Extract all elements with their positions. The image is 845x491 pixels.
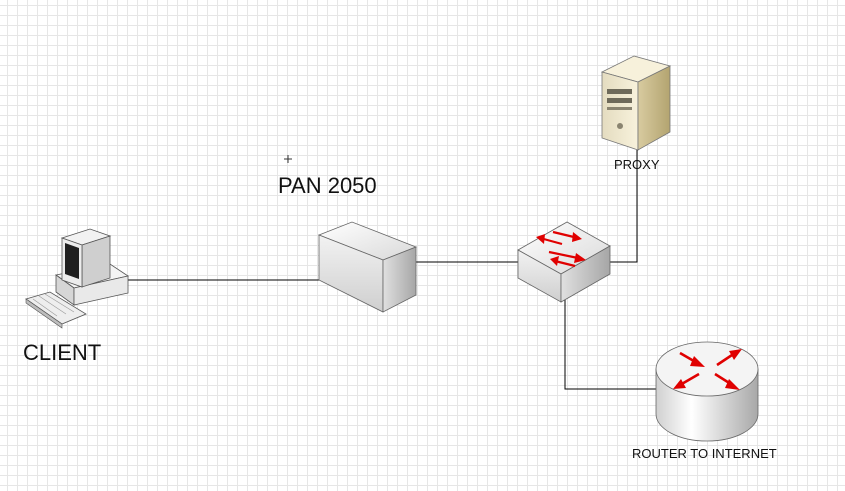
link-switch-proxy xyxy=(608,138,638,263)
workstation-icon[interactable] xyxy=(25,228,130,329)
router-label: ROUTER TO INTERNET xyxy=(632,446,777,461)
router-icon[interactable] xyxy=(655,341,759,442)
pan-label: PAN 2050 xyxy=(278,173,377,198)
connections xyxy=(124,138,660,390)
link-switch-router xyxy=(564,300,660,390)
server-tower-icon[interactable] xyxy=(600,55,672,151)
switch-icon[interactable] xyxy=(517,221,611,303)
client-label: CLIENT xyxy=(23,340,102,365)
firewall-box-icon[interactable] xyxy=(317,221,418,313)
proxy-label: PROXY xyxy=(614,157,660,172)
crosshair-icon xyxy=(284,155,292,163)
